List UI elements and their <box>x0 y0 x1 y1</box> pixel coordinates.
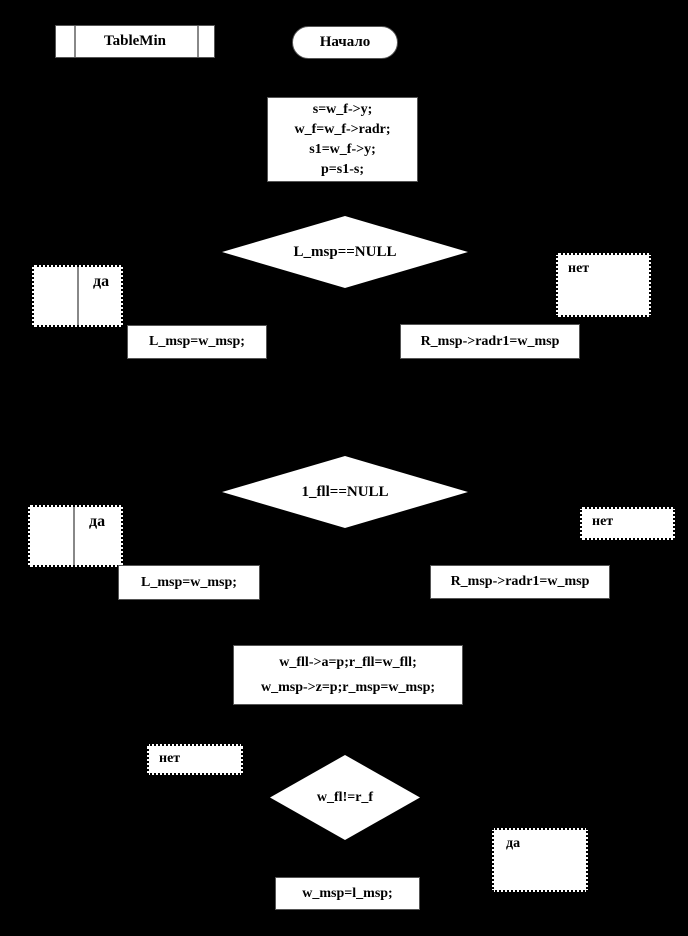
yes-box-3-label: да <box>506 836 521 851</box>
no-box-2-label: нет <box>592 514 614 529</box>
process-l-msp-assign-1: L_msp=w_msp; <box>127 325 267 359</box>
update-line-2: w_msp->z=p;r_msp=w_msp; <box>260 680 436 695</box>
init-line-3: s1=w_f->y; <box>309 141 376 157</box>
yes-label-box-3: да <box>492 828 588 892</box>
predefined-process-right-bar <box>197 26 199 57</box>
predefined-process-left-bar <box>74 26 76 57</box>
assign-no1-label: R_msp->radr1=w_msp <box>420 333 560 349</box>
update-line-1: w_fll->a=p;r_fll=w_fll; <box>279 655 417 670</box>
process-update: w_fll->a=p;r_fll=w_fll; w_msp->z=p;r_msp… <box>233 645 463 705</box>
yes-box-2-label: да <box>89 513 106 530</box>
yes-label-box-1: да <box>32 265 123 327</box>
yes-box-1-label: да <box>93 273 110 290</box>
no-label-box-3: нет <box>147 744 243 775</box>
init-line-1: s=w_f->y; <box>312 101 373 117</box>
process-l-msp-assign-2: L_msp=w_msp; <box>118 565 260 600</box>
no-box-3-label: нет <box>159 751 181 766</box>
decision-l-msp-null: L_msp==NULL <box>222 216 468 288</box>
process-r-msp-assign-2: R_msp->radr1=w_msp <box>430 565 610 599</box>
process-r-msp-assign-1: R_msp->radr1=w_msp <box>400 324 580 359</box>
assign-no2-label: R_msp->radr1=w_msp <box>450 574 590 589</box>
no-label-box-2: нет <box>580 507 675 540</box>
predefined-process-tablemin: TableMin <box>55 25 215 58</box>
yes-box-2-left-cell <box>30 507 75 565</box>
no-box-1-label: нет <box>568 261 590 276</box>
yes-box-1-left-cell <box>34 267 79 325</box>
init-line-2: w_f=w_f->radr; <box>294 121 391 137</box>
decision-fll-null: 1_fll==NULL <box>222 456 468 528</box>
decision-w-fl-neq-r-f: w_fl!=r_f <box>270 755 420 840</box>
decision2-label: 1_fll==NULL <box>301 483 389 500</box>
no-label-box-1: нет <box>556 253 651 317</box>
result-label: w_msp=l_msp; <box>302 885 393 901</box>
assign-yes1-label: L_msp=w_msp; <box>149 334 245 349</box>
start-label: Начало <box>319 34 371 50</box>
yes-label-box-2: да <box>28 505 123 567</box>
terminator-start: Начало <box>292 26 398 59</box>
decision1-label: L_msp==NULL <box>293 243 397 260</box>
process-init: s=w_f->y; w_f=w_f->radr; s1=w_f->y; p=s1… <box>267 97 418 182</box>
decision3-label: w_fl!=r_f <box>316 789 374 805</box>
init-line-4: p=s1-s; <box>321 161 364 177</box>
tablemin-label: TableMin <box>104 33 166 49</box>
assign-yes2-label: L_msp=w_msp; <box>141 574 237 590</box>
process-result: w_msp=l_msp; <box>275 877 420 910</box>
